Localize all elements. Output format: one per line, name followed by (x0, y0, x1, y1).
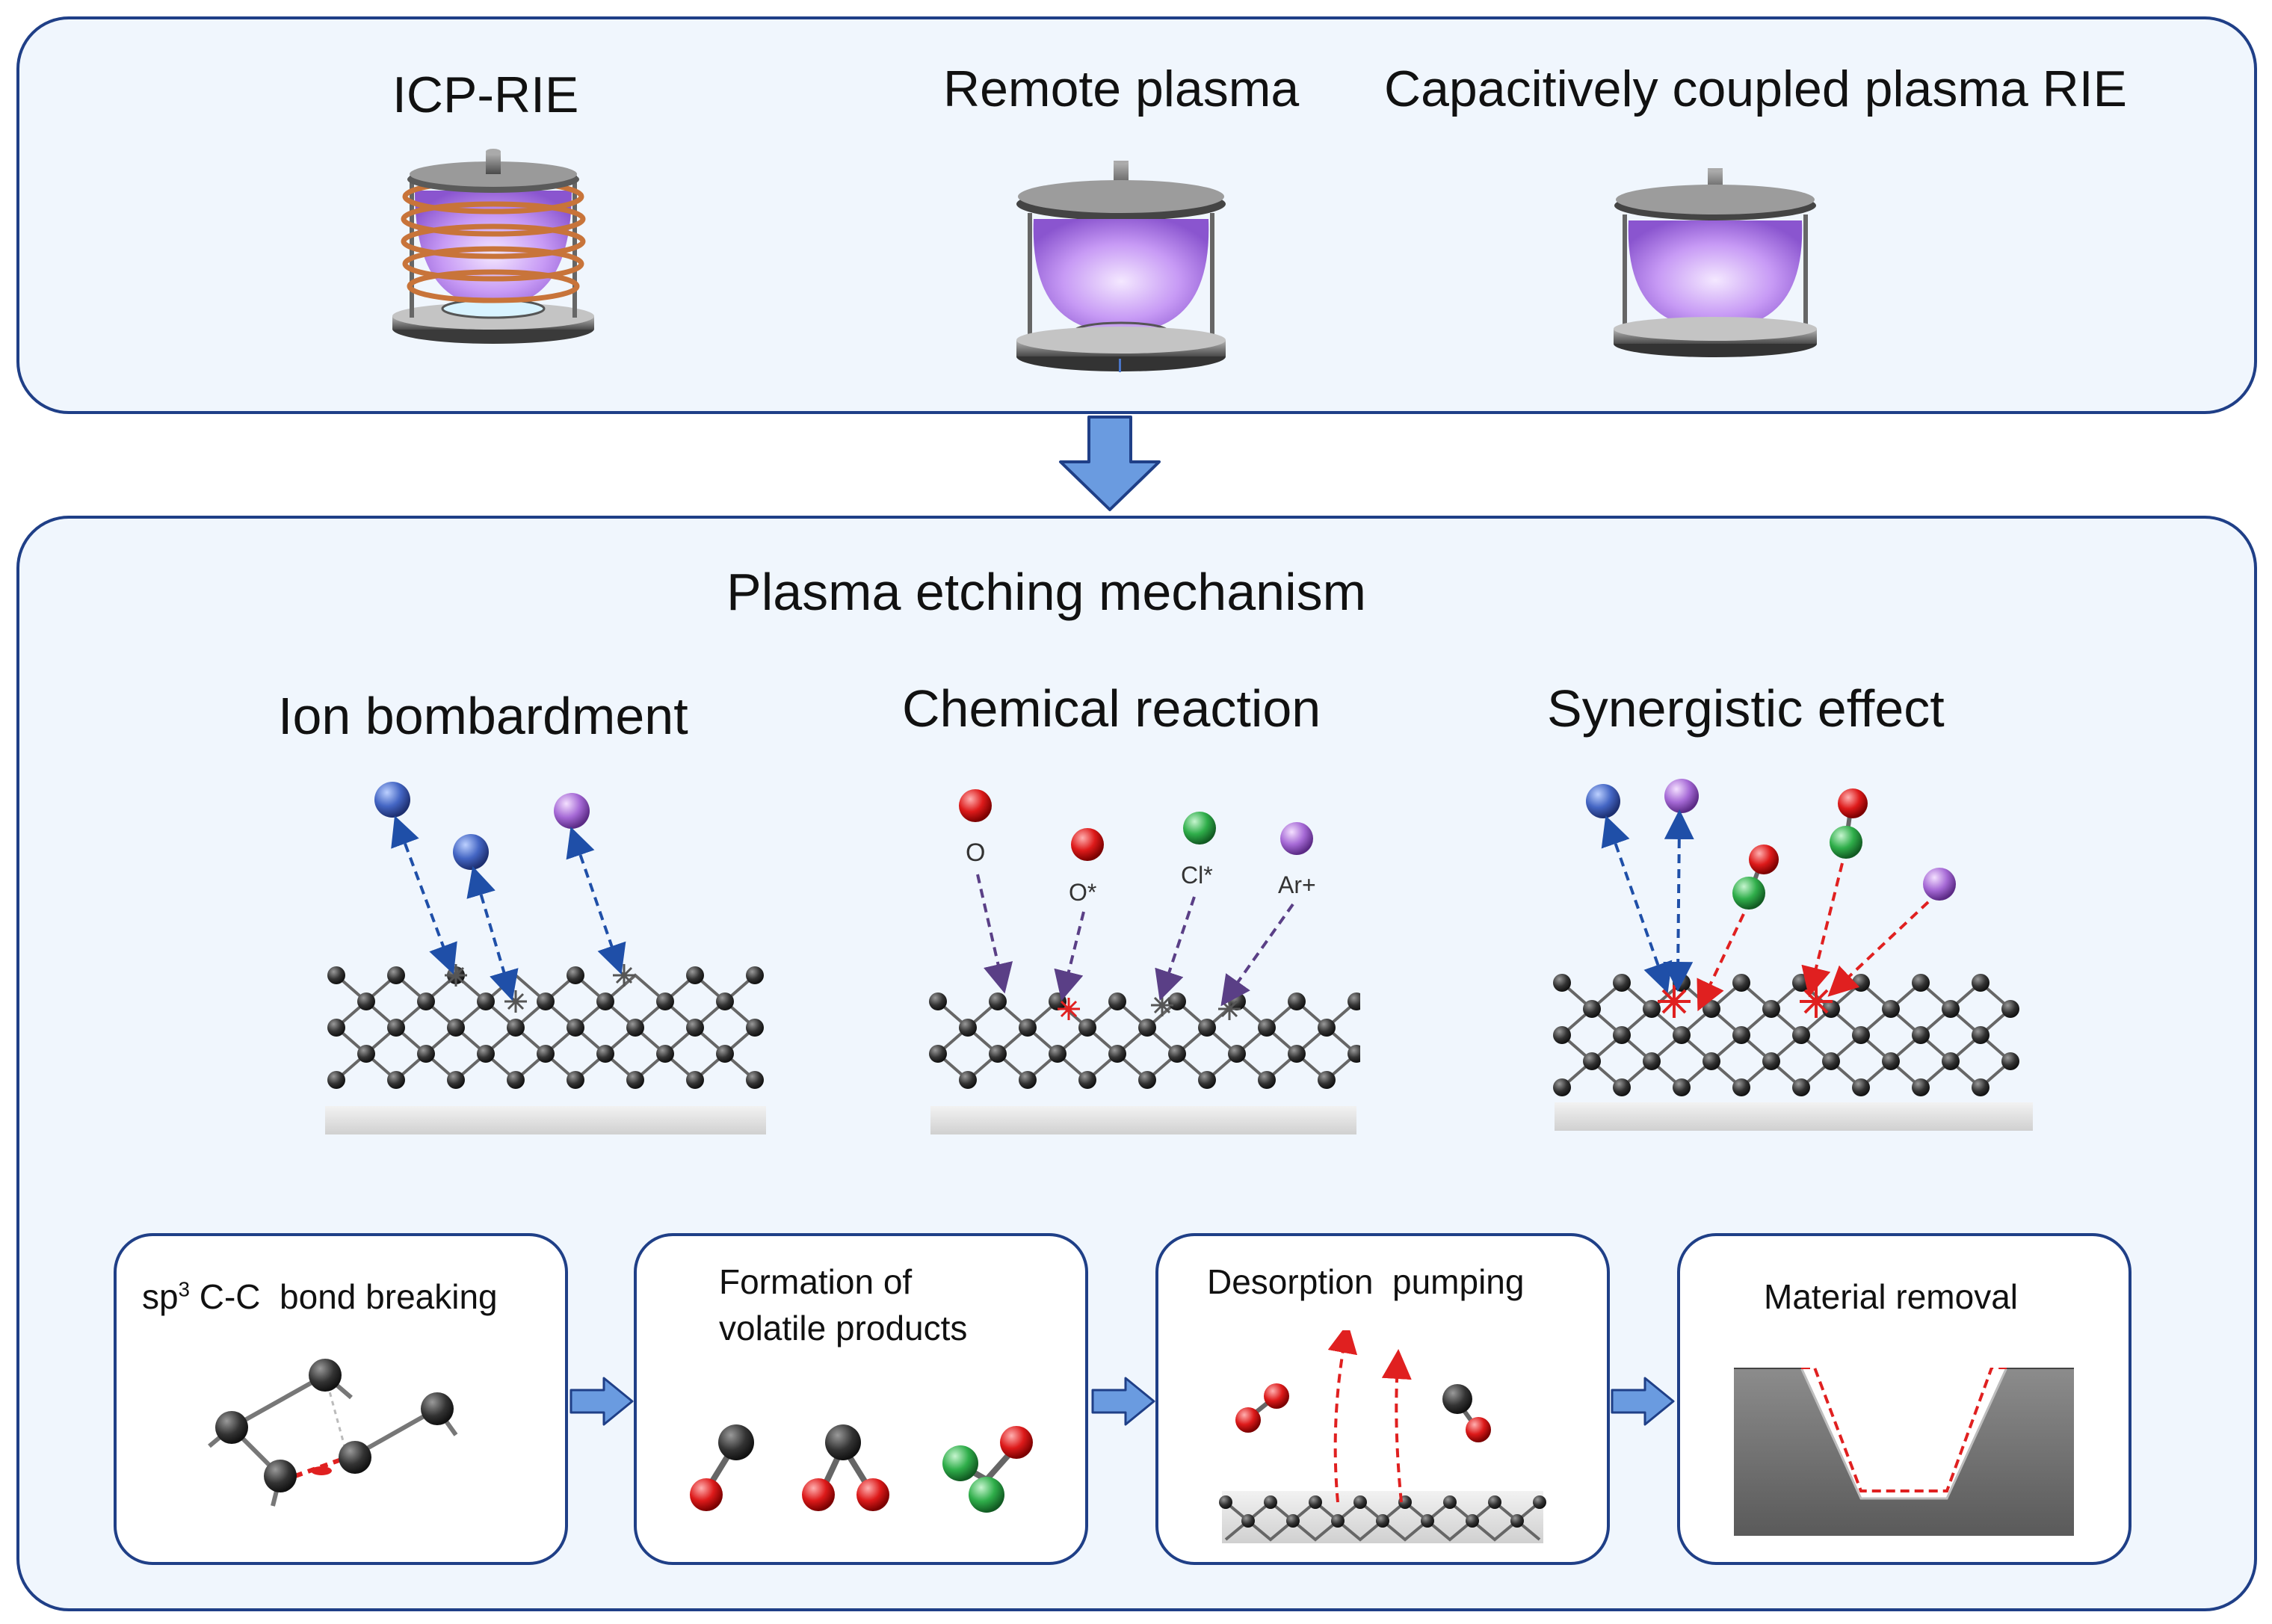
step-desorption-pumping-label: Desorption pumping (1207, 1262, 1525, 1301)
species-o-radical-label: O* (1069, 879, 1096, 906)
desorption-pumping-diagram (1219, 1330, 1546, 1543)
step-arrow-1 (569, 1377, 634, 1426)
material-removal-trench (1734, 1368, 2074, 1536)
icp-reactor-icon (392, 149, 594, 344)
species-ar-ion-label: Ar+ (1278, 871, 1316, 898)
bond-breaking-molecule (208, 1359, 458, 1507)
volatile-products-molecules (690, 1424, 1033, 1513)
ion-bombardment-diagram (325, 782, 766, 1134)
mechanism-title: Plasma etching mechanism (726, 563, 1366, 621)
ccp-reactor-icon (1614, 168, 1817, 357)
step-arrow-3 (1611, 1377, 1675, 1426)
synergistic-effect-heading: Synergistic effect (1547, 679, 1945, 738)
remote-plasma-reactor-icon (1016, 161, 1226, 372)
synergistic-effect-diagram (1553, 779, 2033, 1131)
ion-bombardment-heading: Ion bombardment (278, 687, 688, 745)
bond-breaking-text: C-C bond breaking (189, 1277, 498, 1316)
step-material-removal-label: Material removal (1764, 1277, 2018, 1316)
sp-superscript: 3 (178, 1277, 190, 1301)
down-arrow (1059, 416, 1161, 511)
remote-plasma-title: Remote plasma (943, 61, 1300, 117)
step-volatile-products-line2: volatile products (719, 1309, 968, 1347)
step-bond-breaking-label: sp3 C-C bond breaking (142, 1276, 498, 1317)
ccp-rie-title: Capacitively coupled plasma RIE (1384, 61, 2128, 117)
step-bond-breaking (114, 1233, 568, 1565)
species-o-label: O (966, 839, 985, 867)
sp-prefix: sp (142, 1277, 179, 1316)
icp-rie-title: ICP-RIE (392, 67, 579, 123)
chemical-reaction-diagram: O O* Cl* Ar+ (929, 789, 1360, 1134)
step-volatile-products-line1: Formation of (719, 1262, 913, 1301)
species-cl-radical-label: Cl* (1181, 862, 1213, 889)
step-arrow-2 (1091, 1377, 1155, 1426)
chemical-reaction-heading: Chemical reaction (902, 679, 1321, 738)
